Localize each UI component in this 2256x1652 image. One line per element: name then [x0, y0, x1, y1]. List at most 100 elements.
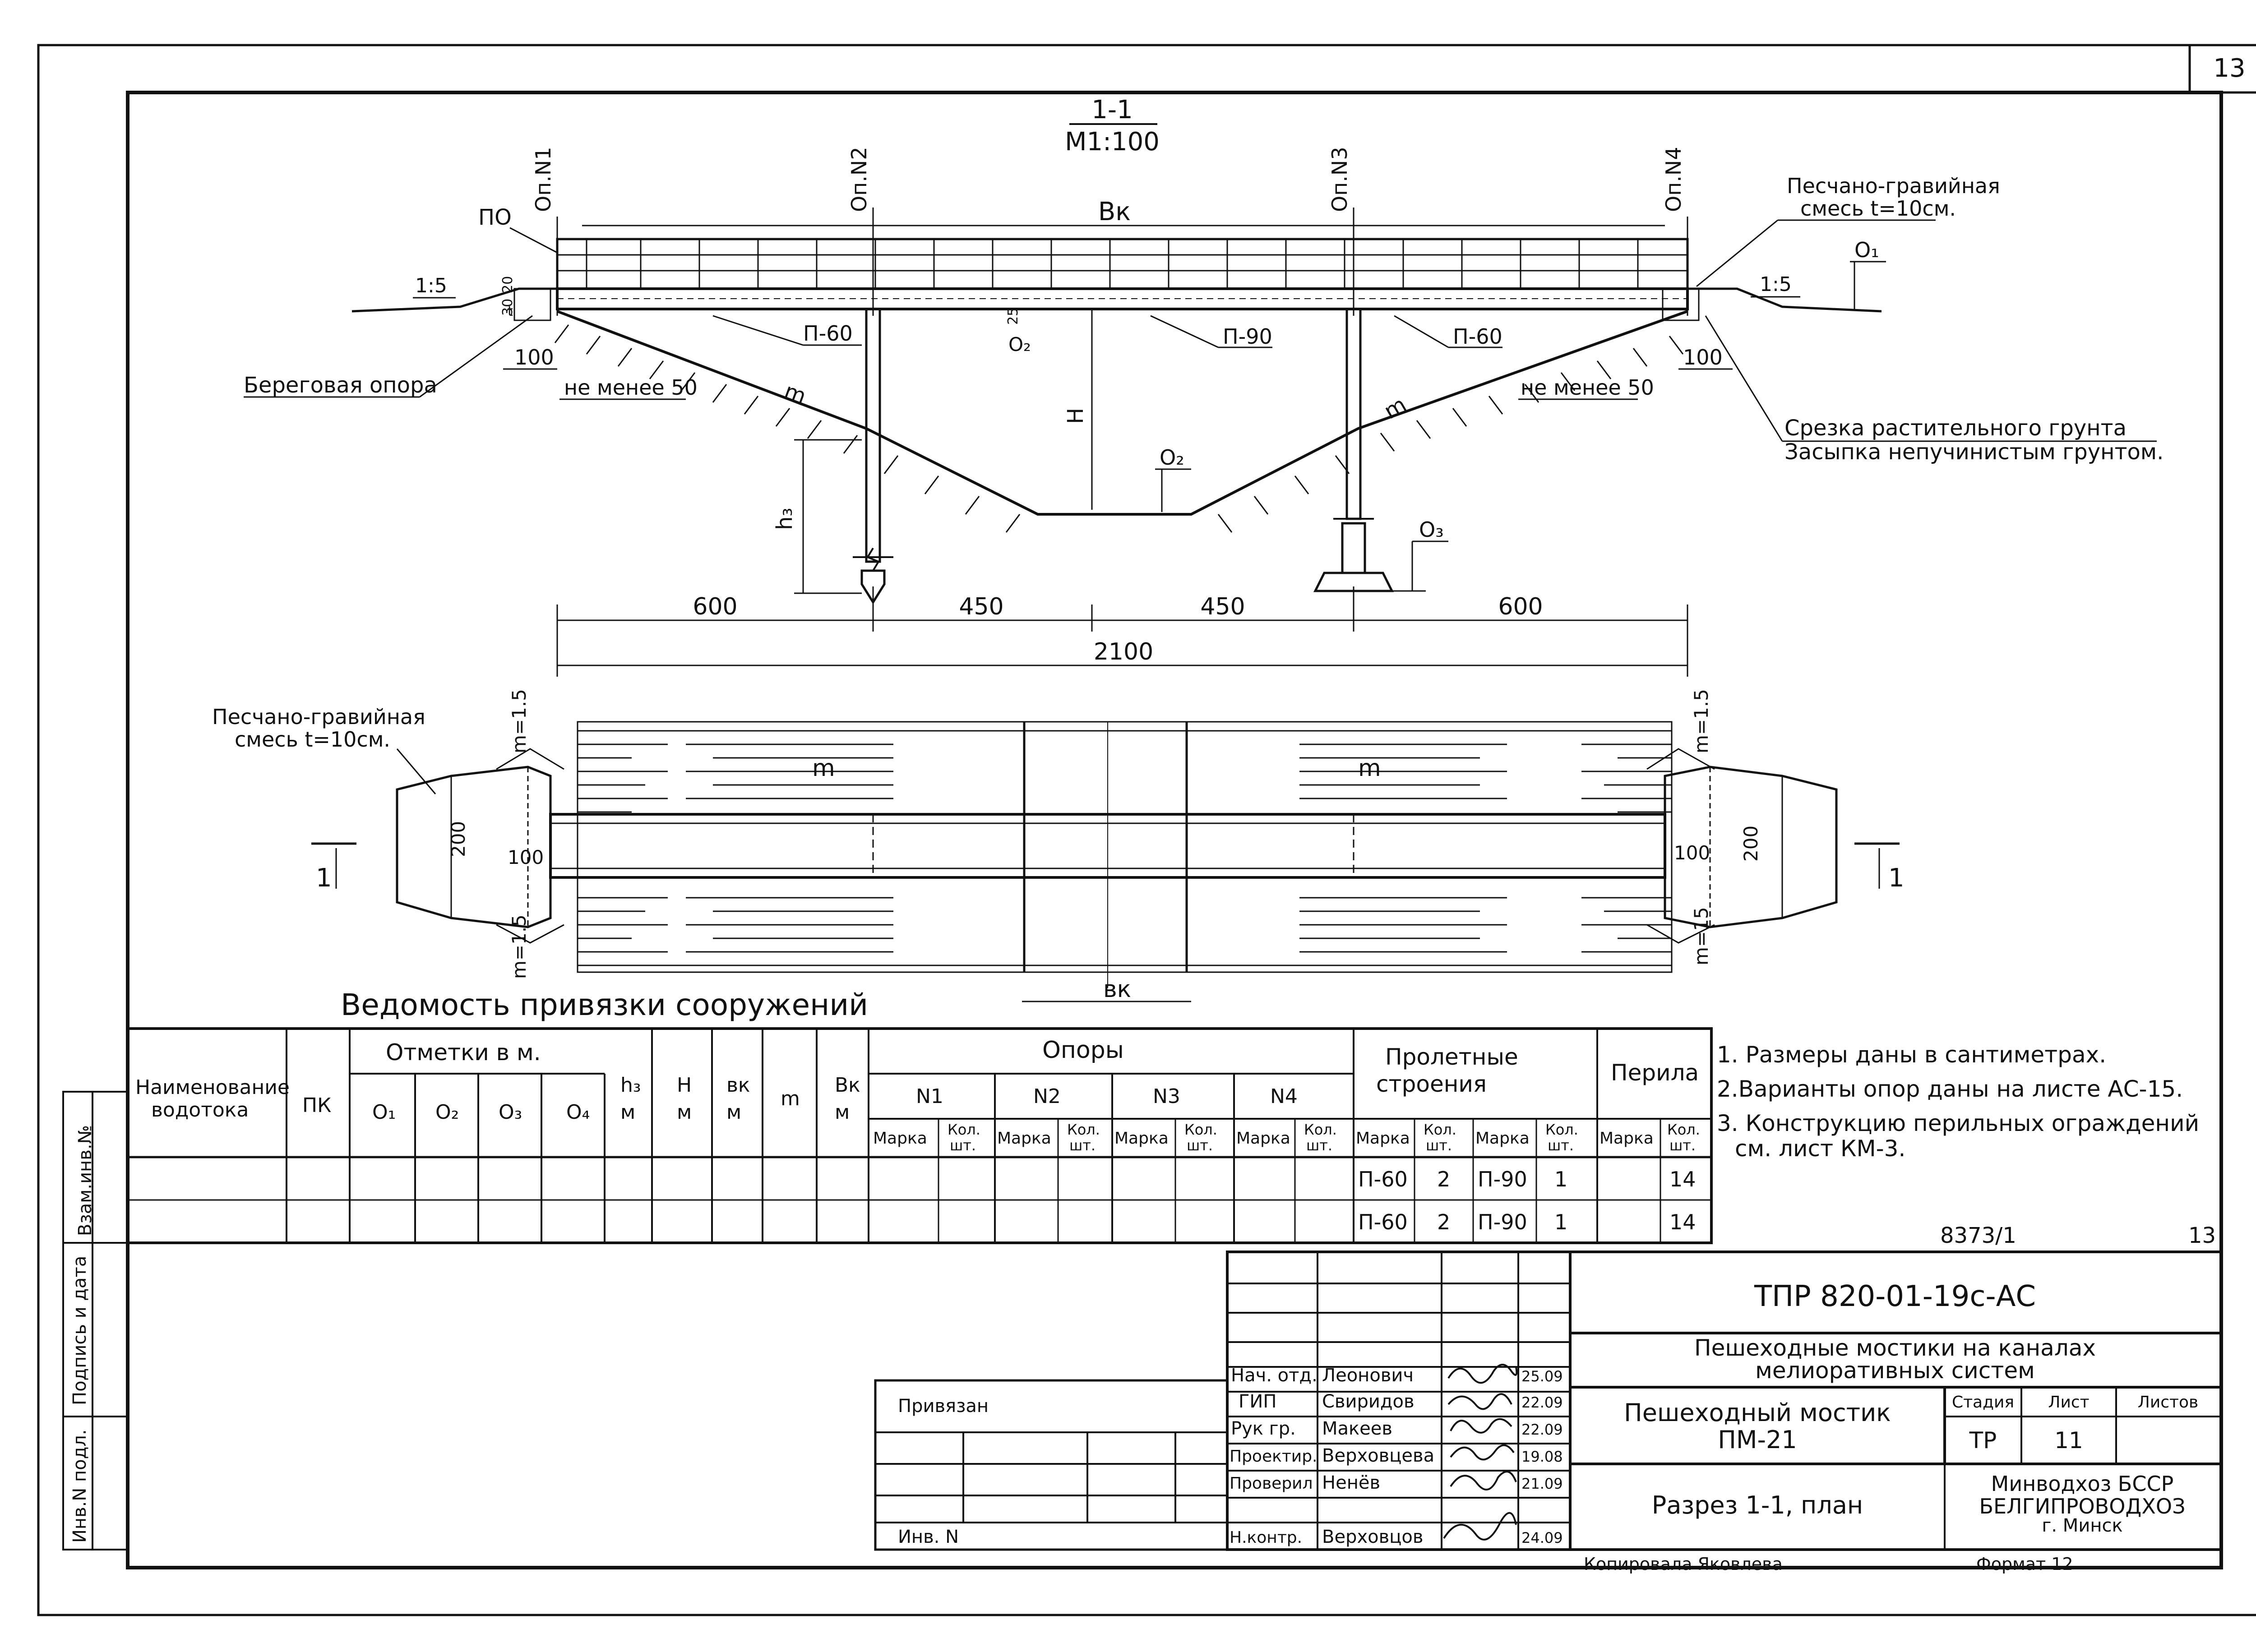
plan-gravel-2: смесь t=10см. — [235, 727, 390, 752]
dim-600-right: 600 — [1498, 593, 1543, 620]
staff-name-5: Ненёв — [1322, 1472, 1380, 1493]
row2-span-m1: П-60 — [1358, 1210, 1408, 1234]
stamp-sign: Подпись и дата — [69, 1256, 90, 1405]
staff-date-4: 19.08 — [1521, 1448, 1563, 1465]
plan-m15-br: m=15 — [1690, 907, 1712, 965]
tb-code: ТПР 820-01-19с-АС — [1754, 1280, 2036, 1313]
gravel-label-2: смесь t=10см. — [1800, 196, 1956, 221]
tb-sheet: 11 — [2054, 1427, 2083, 1454]
dim100-right: 100 — [1683, 345, 1723, 369]
note-3: 3. Конструкцию перильных ограждений — [1717, 1110, 2200, 1136]
kol-3b: шт. — [1187, 1137, 1213, 1154]
plan-m15-tr: m=1.5 — [1690, 689, 1712, 753]
staff-name-3: Макеев — [1322, 1418, 1392, 1439]
staff-date-2: 22.09 — [1521, 1394, 1563, 1411]
h-marks: Отметки в м. — [386, 1039, 541, 1066]
p90-label: П-90 — [1223, 324, 1272, 349]
h-rail: Перила — [1611, 1060, 1699, 1086]
bound-block — [874, 1379, 1229, 1551]
staff-name-2: Свиридов — [1322, 1391, 1415, 1412]
plan-dim100-r: 100 — [1674, 842, 1710, 864]
marka-3: Марка — [1114, 1129, 1169, 1148]
marka-1: Марка — [873, 1129, 927, 1148]
support-3 — [1313, 308, 1394, 592]
plan-dim100-l: 100 — [508, 846, 544, 868]
tb-org-1: Минводхоз БССР — [1991, 1472, 2174, 1496]
h-o4: О₄ — [566, 1101, 590, 1124]
table-subheaders: Марка Кол. шт. Марка Кол. шт. Марка Кол.… — [873, 1121, 1700, 1154]
row2-rail-q: 14 — [1669, 1210, 1696, 1234]
title-block — [1226, 1251, 2223, 1551]
staff-date-1: 25.09 — [1521, 1368, 1563, 1385]
row1-span-m2: П-90 — [1478, 1167, 1527, 1191]
kol-6a: Кол. — [1545, 1121, 1578, 1138]
h-support-3: N3 — [1153, 1085, 1180, 1108]
tb-object-1: Пешеходный мостик — [1624, 1398, 1891, 1427]
tb-org-2: БЕЛГИПРОВОДХОЗ — [1979, 1494, 2185, 1518]
notes: 1. Размеры даны в сантиметрах. 2.Вариант… — [1717, 1038, 2256, 1166]
table-title: Ведомость привязки сооружений — [341, 988, 868, 1022]
note-4: см. лист КМ-3. — [1735, 1135, 1906, 1162]
row2-span-q2: 1 — [1554, 1210, 1567, 1234]
sheet-number-box — [2188, 44, 2256, 94]
tb-org-3: г. Минск — [2042, 1515, 2122, 1536]
dim-30: 30 — [500, 299, 516, 316]
sheet-number: 13 — [2213, 54, 2245, 83]
h-o2: О₂ — [435, 1101, 459, 1124]
h-H: Н — [677, 1074, 692, 1097]
kol-2b: шт. — [1069, 1137, 1096, 1154]
h-spans-1: Пролетные — [1385, 1044, 1518, 1070]
support-label-1: Оп.N1 — [531, 147, 555, 212]
h-bk: вк — [726, 1074, 750, 1097]
dim-total: 2100 — [1094, 638, 1153, 665]
inner-frame — [126, 91, 2223, 1569]
dim-600-left: 600 — [693, 593, 737, 620]
h-label: Н — [1063, 408, 1088, 424]
tb-sheet-h: Лист — [2048, 1393, 2089, 1412]
staff-date-5: 21.09 — [1521, 1475, 1563, 1492]
section-1-1: 1-1 M1:100 — [244, 95, 2164, 677]
kol-4b: шт. — [1306, 1137, 1332, 1154]
staff-name-4: Верховцева — [1322, 1445, 1434, 1466]
kol-5a: Кол. — [1424, 1121, 1456, 1138]
support-label-2: Оп.N2 — [847, 147, 871, 212]
h-o3: О₃ — [499, 1101, 522, 1124]
plan-gravel-1: Песчано-гравийная — [212, 705, 425, 729]
cut-label-1: Срезка растительного грунта — [1784, 415, 2127, 441]
h-Bk: Вк — [835, 1074, 860, 1097]
row1-rail-q: 14 — [1669, 1167, 1696, 1191]
h-pk: ПК — [302, 1094, 331, 1117]
cut-mark-right: 1 — [1888, 863, 1905, 893]
h-spans-2: строения — [1376, 1071, 1487, 1097]
staff-role-4: Проектир. — [1230, 1447, 1318, 1466]
plan-m-right: m — [1358, 755, 1381, 782]
kol-7a: Кол. — [1667, 1121, 1700, 1138]
h-o1: О₁ — [372, 1101, 396, 1124]
cut-mark-left: 1 — [316, 863, 332, 893]
section-scale: M1:100 — [1065, 127, 1160, 157]
table-row: П-60 2 П-90 1 14 — [1358, 1210, 1696, 1234]
tb-copied: Копировала Яковлева — [1584, 1554, 1783, 1574]
signatures — [1443, 1364, 1518, 1541]
kol-1b: шт. — [950, 1137, 976, 1154]
side-stamp — [62, 1091, 129, 1550]
dim-450-right: 450 — [1200, 593, 1245, 620]
staff-role-6: Н.контр. — [1230, 1528, 1302, 1547]
tb-stage: ТР — [1969, 1427, 1997, 1454]
marka-2: Марка — [997, 1129, 1051, 1148]
tb-project-2: мелиоративных систем — [1755, 1357, 2035, 1384]
min50-left: не менее 50 — [564, 375, 698, 400]
o2-label: О₂ — [1008, 333, 1031, 355]
slope-left: 1:5 — [415, 274, 447, 297]
table-row: П-60 2 П-90 1 14 — [1358, 1167, 1696, 1191]
slope-right: 1:5 — [1760, 273, 1792, 296]
marka-6: Марка — [1475, 1129, 1530, 1148]
bk-label: Вк — [1098, 197, 1131, 226]
row1-span-m1: П-60 — [1358, 1167, 1408, 1191]
gravel-label-1: Песчано-гравийная — [1787, 174, 2000, 198]
plan-m-left: m — [812, 755, 835, 782]
marka-4: Марка — [1236, 1129, 1290, 1148]
staff-name-1: Леонович — [1322, 1365, 1414, 1386]
row2-span-m2: П-90 — [1478, 1210, 1527, 1234]
inv-sheet: 13 — [2188, 1223, 2216, 1248]
